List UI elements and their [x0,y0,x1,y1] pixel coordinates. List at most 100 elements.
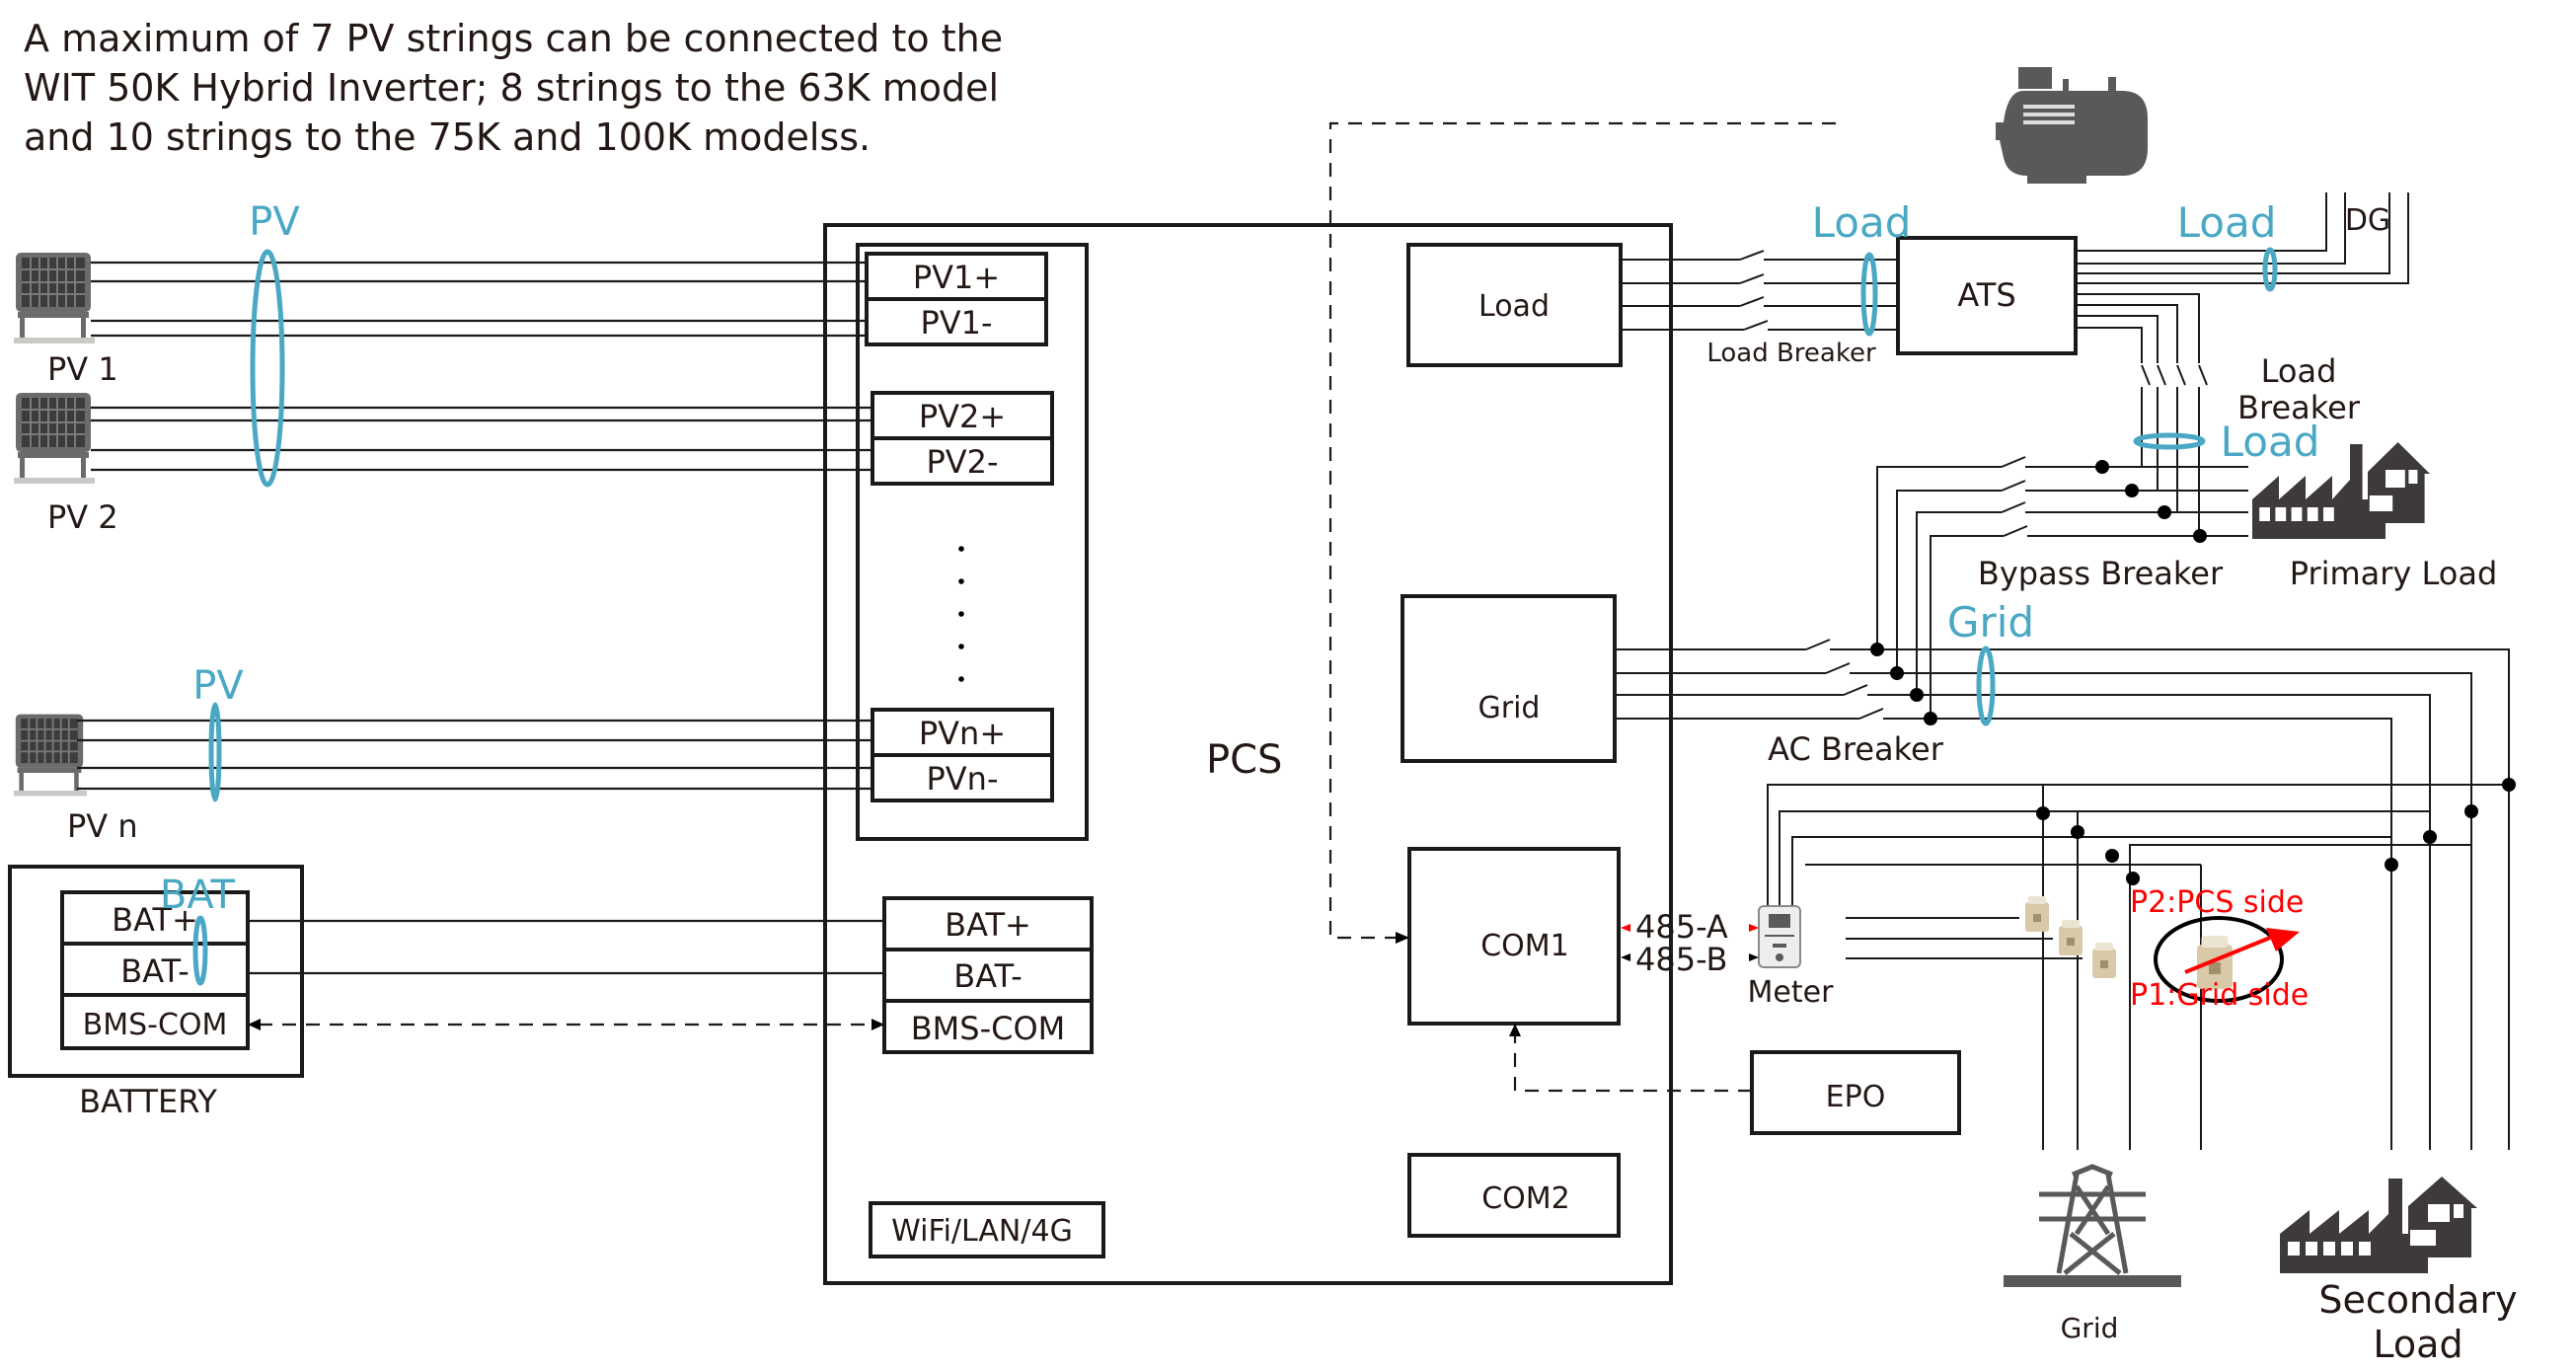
primary-load-label: Primary Load [2290,555,2498,592]
load-breaker-2-label-line1: Load [2261,352,2337,390]
terminal-pv2-plus-label: PV2+ [919,398,1006,435]
terminal-pvn-minus [871,753,1054,802]
pcs-com2-port-label: COM2 [1481,1181,1570,1216]
pcs-terminal-bat-minus [882,948,1094,1003]
metering-junctions [2036,778,2516,885]
terminal-pv2-plus [871,391,1054,440]
grid-label: Grid [2061,1312,2119,1344]
energy-meter: Meter [1748,905,1834,1010]
current-transformer-icon [2092,943,2116,978]
arrowhead-icon [1749,953,1759,961]
diesel-generator: DG [1996,67,2390,238]
terminal-pv1-plus-label: PV1+ [913,259,1000,296]
pv-source-n-label: PV n [67,807,138,845]
bypass-breaker-label: Bypass Breaker [1978,555,2224,592]
pcs-terminal-bms-com [882,999,1094,1054]
battery-terminal-bms-com [60,993,250,1050]
terminal-pvn-minus-label: PVn- [926,760,998,798]
grid-bus-junctions [1870,643,1937,725]
pcs-title: PCS [1206,737,1282,783]
utility-grid: Grid [2004,1164,2181,1344]
battery-terminal-bms-com-label: BMS-COM [83,1008,228,1042]
ac-breaker-label: AC Breaker [1768,730,1944,768]
dg-comm-link [1328,121,1836,940]
arrowhead-icon [1749,924,1759,932]
load-breaker-2-wires [2076,293,2208,536]
primary-load: Primary Load [2252,442,2497,592]
grid-side-bus [1767,784,2509,1150]
pv-cable-bundle-marker [208,702,222,802]
ct-direction-arrow [2184,936,2271,974]
power-tower-icon [2039,1164,2146,1275]
note-line-1: A maximum of 7 PV strings can be connect… [24,17,1003,60]
pcs-com2-port [1407,1153,1621,1238]
terminal-pv1-minus [865,297,1048,346]
terminal-pvn-plus-label: PVn+ [919,715,1006,752]
solar-panel-icon [13,392,96,485]
dg-cable-label: Load [2177,198,2277,247]
note-line-2: WIT 50K Hybrid Inverter; 8 strings to th… [24,66,999,110]
pcs-load-port [1406,243,1623,367]
battery-terminal-bat-plus [60,890,250,946]
cable-label-load-left: Load [1812,198,1912,247]
solar-panel-icon [13,713,88,798]
battery-terminal-bat-minus-label: BAT- [120,952,189,990]
battery-title: BATTERY [79,1083,217,1120]
current-transformers [2025,896,2116,978]
cable-label-load-mid: Load [2221,418,2320,466]
rs485-b-label: 485-B [1635,941,1727,978]
power-tower-base [2004,1275,2181,1287]
pcs-grid-port [1401,594,1617,763]
grid-cable-bundle-marker [1976,646,1996,726]
ct-p2-label: P2:PCS side [2130,885,2304,920]
solar-panel-icon [13,252,96,344]
bat-cable-bundle-marker [192,915,208,986]
pcs-load-port-label: Load [1478,289,1550,324]
dg-cable-bundle-marker [2262,247,2278,292]
bat-cable-label: BAT [160,873,236,918]
ct-detail-ring [2154,916,2284,1003]
load-breaker-2-label-line2: Breaker [2237,389,2361,426]
terminal-pv2-minus [871,436,1054,486]
secondary-load-label-line2: Load [2373,1323,2462,1366]
ats-box [1896,236,2078,355]
pv-cable-label-bottom: PV [192,663,244,709]
arrowhead-icon [1621,953,1630,961]
terminal-pv1-minus-label: PV1- [920,304,992,342]
pcs-battery-terminals: BAT+ BAT- BMS-COM [882,896,1094,1054]
pcs-terminal-bms-com-label: BMS-COM [911,1010,1066,1047]
pv-source-2: PV 2 [13,392,118,536]
pv-wires [77,261,872,791]
electric-meter-icon [1758,905,1801,968]
pcs-wifi-lan-4g-module [869,1201,1105,1258]
primary-load-cable-bundle-marker [2133,432,2206,450]
pcs-grid-port-label: Grid [1478,691,1541,725]
epo-label: EPO [1826,1080,1886,1114]
pcs-wifi-lan-4g-label: WiFi/LAN/4G [891,1214,1073,1249]
primary-load-junctions [2095,460,2207,543]
battery-terminal-bat-plus-label: BAT+ [112,901,198,939]
pv-source-1-label: PV 1 [47,350,118,388]
pcs-terminal-bat-plus-label: BAT+ [945,906,1031,944]
pv-cable-bundle-marker [250,249,285,488]
pcs-com1-port-label: COM1 [1480,929,1569,963]
arrowhead-icon [2266,928,2300,951]
arrowhead-icon [871,1019,884,1030]
load-cable-bundle-marker [1860,252,1878,337]
cable-label-load-right: Load [2177,198,2277,247]
ats-label: ATS [1957,276,2015,314]
pv-terminals: PV1+ PV1- PV2+ PV2- PVn+ PVn- [865,252,1054,802]
arrowhead-icon [1621,924,1630,932]
current-transformer-icon [2059,920,2083,955]
ac-breaker-wires [1615,639,2510,1150]
epo-box [1750,1050,1961,1135]
note-line-3: and 10 strings to the 75K and 100K model… [24,115,871,159]
factory-icon [2280,1177,2477,1273]
load-breaker-1-label: Load Breaker [1706,339,1876,368]
model-note: A maximum of 7 PV strings can be connect… [24,17,1003,159]
dg-label: DG [2345,203,2390,238]
current-transformer-icon [2025,896,2049,932]
arrowhead-icon [1396,932,1409,944]
battery-unit: BAT+ BAT- BMS-COM BATTERY [8,865,304,1120]
rs485-a-label: 485-A [1635,908,1728,946]
